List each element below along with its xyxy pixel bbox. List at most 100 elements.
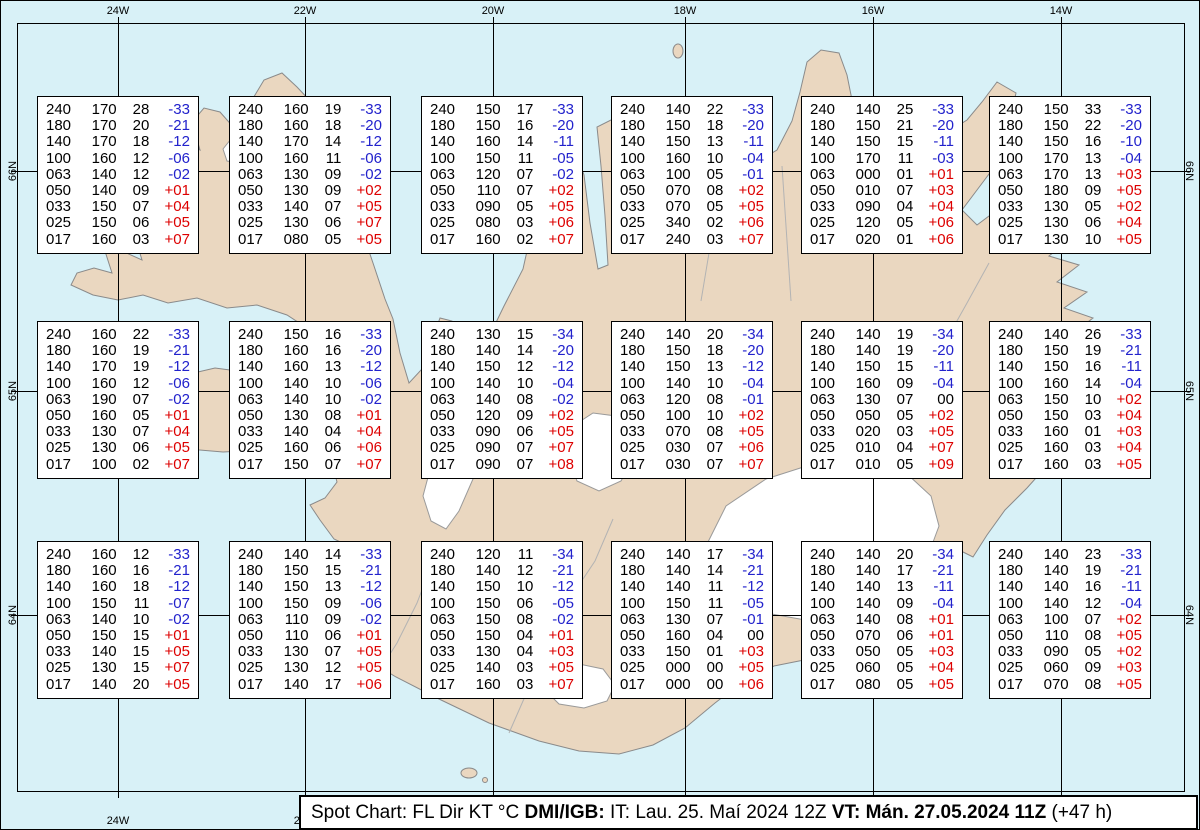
wind-speed-kt: 33 bbox=[1084, 101, 1102, 118]
temperature-c: -04 bbox=[552, 374, 574, 392]
temperature-c: -21 bbox=[168, 342, 190, 360]
flight-level: 180 bbox=[46, 342, 72, 360]
flight-level: 063 bbox=[430, 390, 456, 408]
flight-level: 180 bbox=[430, 562, 456, 580]
flight-level: 033 bbox=[238, 198, 264, 216]
wind-direction: 150 bbox=[1043, 101, 1069, 118]
wind-speed-kt: 15 bbox=[132, 659, 150, 677]
flight-level: 100 bbox=[238, 594, 264, 612]
wind-speed-kt: 07 bbox=[706, 610, 724, 628]
flight-level: 240 bbox=[430, 101, 456, 118]
flight-level: 063 bbox=[998, 165, 1024, 183]
wind-direction: 150 bbox=[475, 627, 501, 645]
wind-speed-kt: 05 bbox=[896, 214, 914, 232]
temperature-c: +07 bbox=[356, 214, 382, 232]
temperature-c: +05 bbox=[1116, 182, 1142, 200]
wind-speed-kt: 22 bbox=[1084, 117, 1102, 135]
temperature-c: -04 bbox=[932, 594, 954, 612]
wind-speed-kt: 10 bbox=[706, 149, 724, 167]
wind-speed-kt: 08 bbox=[1084, 675, 1102, 693]
flight-level: 180 bbox=[46, 562, 72, 580]
flight-level: 240 bbox=[238, 546, 264, 563]
wind-direction: 140 bbox=[475, 374, 501, 392]
temperature-c: +04 bbox=[928, 198, 954, 216]
wind-direction: 130 bbox=[475, 643, 501, 661]
temperature-c: -01 bbox=[742, 390, 764, 408]
latitude-tick bbox=[1185, 391, 1191, 392]
wind-direction: 010 bbox=[855, 439, 881, 457]
wind-direction: 160 bbox=[283, 342, 309, 360]
wind-direction: 160 bbox=[283, 101, 309, 118]
wind-speed-kt: 07 bbox=[706, 439, 724, 457]
temperature-c: -02 bbox=[552, 610, 574, 628]
wind-speed-kt: 19 bbox=[896, 342, 914, 360]
flight-level: 017 bbox=[810, 455, 836, 473]
temperature-c: +05 bbox=[164, 675, 190, 693]
longitude-tick bbox=[1061, 17, 1062, 23]
flight-level: 033 bbox=[998, 198, 1024, 216]
temperature-c: 00 bbox=[937, 390, 954, 408]
wind-speed-kt: 25 bbox=[896, 101, 914, 118]
wind-speed-kt: 04 bbox=[896, 198, 914, 216]
wind-speed-kt: 11 bbox=[133, 594, 150, 612]
wind-speed-kt: 14 bbox=[706, 562, 724, 580]
wind-speed-kt: 19 bbox=[1084, 342, 1102, 360]
flight-level: 140 bbox=[810, 133, 836, 151]
temperature-c: -21 bbox=[168, 562, 190, 580]
wind-speed-kt: 05 bbox=[706, 165, 724, 183]
wind-speed-kt: 03 bbox=[132, 230, 150, 248]
flight-level: 140 bbox=[620, 133, 646, 151]
vestmannaeyjar-islet bbox=[482, 777, 488, 783]
wind-direction: 100 bbox=[1043, 610, 1069, 628]
wind-direction: 190 bbox=[91, 390, 117, 408]
wind-direction: 150 bbox=[91, 214, 117, 232]
flight-level: 025 bbox=[238, 214, 264, 232]
wind-speed-kt: 03 bbox=[1084, 407, 1102, 425]
wind-speed-kt: 19 bbox=[1084, 562, 1102, 580]
wind-speed-kt: 16 bbox=[516, 117, 534, 135]
wind-speed-kt: 03 bbox=[516, 675, 534, 693]
flight-level: 050 bbox=[998, 407, 1024, 425]
temperature-c: -20 bbox=[932, 342, 954, 360]
temperature-c: -11 bbox=[933, 133, 954, 151]
wind-speed-kt: 00 bbox=[706, 659, 724, 677]
flight-level: 180 bbox=[430, 342, 456, 360]
flight-level: 240 bbox=[810, 546, 836, 563]
latitude-tick bbox=[1185, 615, 1191, 616]
flight-level: 100 bbox=[810, 149, 836, 167]
flight-level: 025 bbox=[430, 439, 456, 457]
temperature-c: +05 bbox=[738, 659, 764, 677]
wind-direction: 020 bbox=[855, 423, 881, 441]
flight-level: 180 bbox=[810, 562, 836, 580]
wind-direction: 160 bbox=[91, 546, 117, 563]
temperature-c: -20 bbox=[742, 342, 764, 360]
temperature-c: +03 bbox=[738, 643, 764, 661]
temperature-c: -20 bbox=[932, 117, 954, 135]
wind-speed-kt: 11 bbox=[707, 594, 724, 612]
wind-speed-kt: 13 bbox=[324, 358, 342, 376]
wind-direction: 140 bbox=[1043, 594, 1069, 612]
flight-level: 100 bbox=[620, 374, 646, 392]
temperature-c: -33 bbox=[360, 326, 382, 343]
